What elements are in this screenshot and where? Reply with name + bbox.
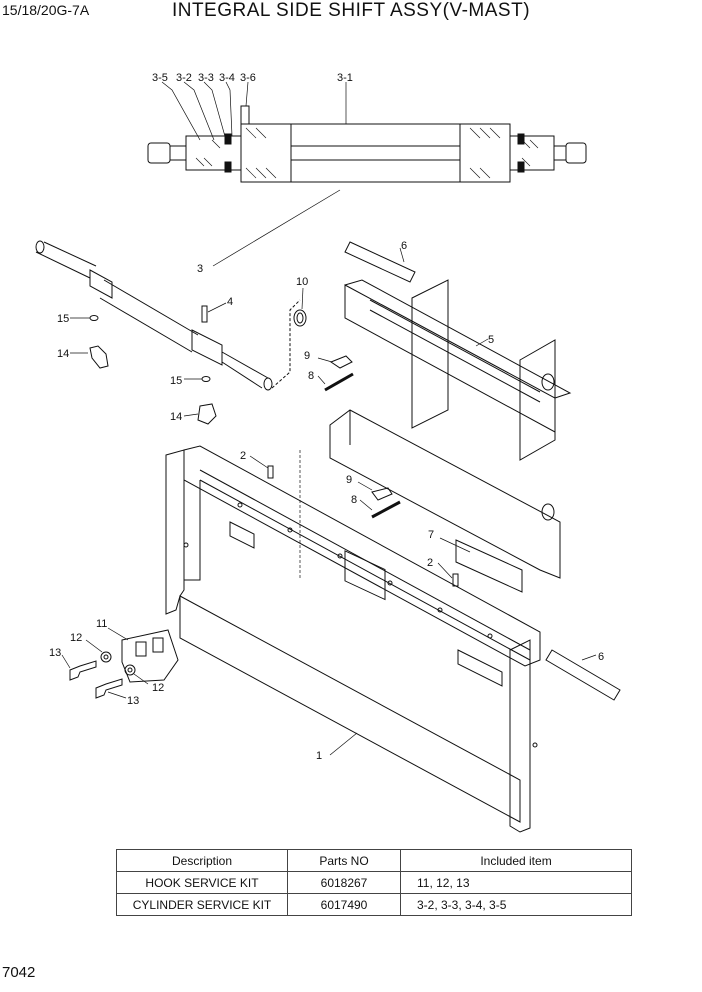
callout-3-4: 3-4 — [219, 72, 235, 84]
kit-part-number: 6018267 — [287, 871, 401, 894]
table-row: HOOK SERVICE KIT 6018267 11, 12, 13 — [116, 871, 632, 894]
callout-12-lower: 12 — [152, 682, 164, 694]
cylinder-section-view — [147, 105, 587, 183]
page-number: 7042 — [2, 964, 36, 981]
kit-description: HOOK SERVICE KIT — [116, 871, 288, 894]
callout-3-2: 3-2 — [176, 72, 192, 84]
callout-4: 4 — [227, 296, 233, 308]
callout-3: 3 — [197, 263, 203, 275]
callout-3-5: 3-5 — [152, 72, 168, 84]
callout-8-lower: 8 — [351, 494, 357, 506]
callout-11: 11 — [96, 618, 107, 630]
kit-description: CYLINDER SERVICE KIT — [116, 893, 288, 916]
callout-9-lower: 9 — [346, 474, 352, 486]
callout-12-upper: 12 — [70, 632, 82, 644]
column-header-parts-no: Parts NO — [287, 849, 401, 872]
callout-14-upper: 14 — [57, 348, 69, 360]
callout-15-lower: 15 — [170, 375, 182, 387]
carriage-frame — [165, 445, 541, 833]
callout-9-upper: 9 — [304, 350, 310, 362]
callout-5: 5 — [488, 334, 494, 346]
service-kit-table: Description Parts NO Included item HOOK … — [116, 849, 632, 916]
kit-included-items: 3-2, 3-3, 3-4, 3-5 — [400, 893, 632, 916]
callout-14-lower: 14 — [170, 411, 182, 423]
callout-2-lower: 2 — [427, 557, 433, 569]
column-header-included-item: Included item — [400, 849, 632, 872]
callout-6-lower: 6 — [598, 651, 604, 663]
callout-3-3: 3-3 — [198, 72, 214, 84]
callout-1: 1 — [316, 750, 322, 762]
callout-8-upper: 8 — [308, 370, 314, 382]
column-header-description: Description — [116, 849, 288, 872]
callout-3-6: 3-6 — [240, 72, 256, 84]
table-row: CYLINDER SERVICE KIT 6017490 3-2, 3-3, 3… — [116, 893, 632, 916]
hook-assembly — [69, 629, 179, 699]
cylinder-assembly — [35, 240, 301, 425]
callout-3-1: 3-1 — [337, 72, 353, 84]
callout-13-lower: 13 — [127, 695, 139, 707]
callout-15-upper: 15 — [57, 313, 69, 325]
kit-included-items: 11, 12, 13 — [400, 871, 632, 894]
callout-2-upper: 2 — [240, 450, 246, 462]
callout-6-upper: 6 — [401, 240, 407, 252]
side-shifter-bracket — [329, 241, 621, 701]
table-header-row: Description Parts NO Included item — [116, 849, 632, 872]
callout-7: 7 — [428, 529, 434, 541]
callout-10: 10 — [296, 276, 308, 288]
page-title: INTEGRAL SIDE SHIFT ASSY(V-MAST) — [171, 0, 531, 21]
model-code: 15/18/20G-7A — [2, 2, 90, 18]
kit-part-number: 6017490 — [287, 893, 401, 916]
callout-13-upper: 13 — [49, 647, 61, 659]
